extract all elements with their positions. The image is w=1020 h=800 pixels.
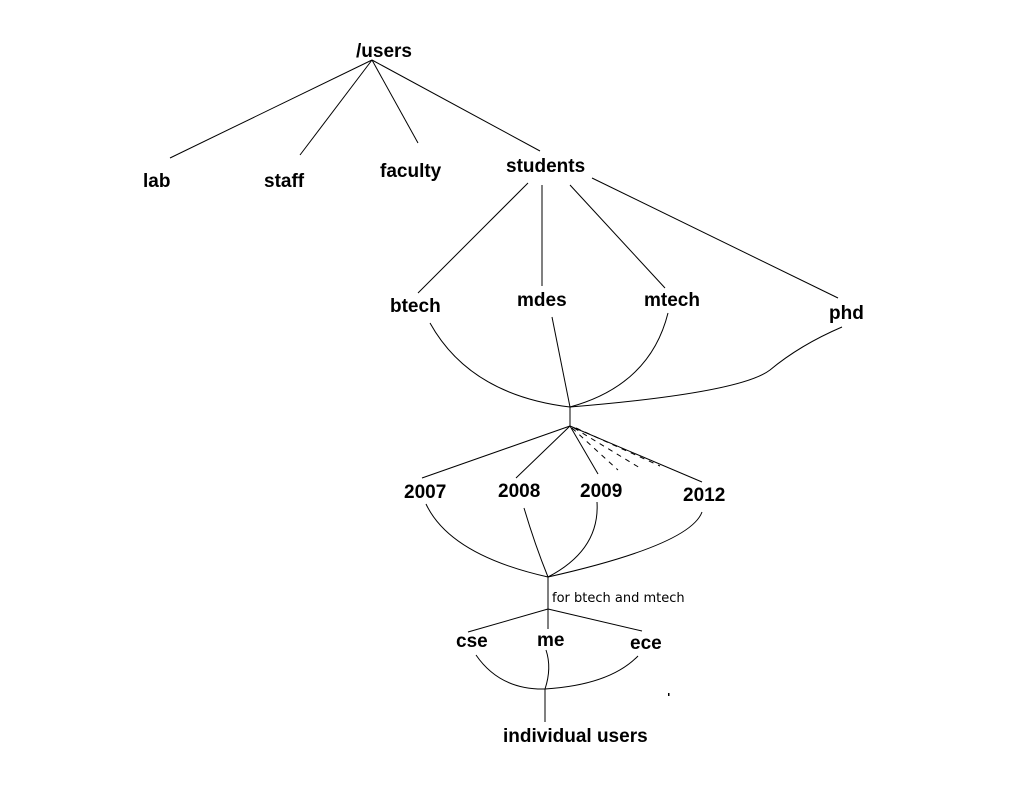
edge-students-mtech (569, 184, 666, 289)
node-students: students (506, 156, 585, 177)
edge-to-2007 (421, 425, 571, 479)
edges-programs-merge (429, 312, 843, 426)
node-2009: 2009 (580, 481, 622, 502)
node-2012: 2012 (683, 485, 725, 506)
node-me: me (537, 630, 564, 651)
node-mdes: mdes (517, 290, 567, 311)
dashed-edge-3 (575, 427, 661, 467)
curve-cse-merge (475, 654, 546, 690)
edge-students-btech (417, 182, 529, 294)
curve-2009-merge (547, 501, 598, 578)
annotation-branch-note: for btech and mtech (552, 591, 685, 606)
curve-me-merge (544, 649, 550, 690)
curve-mdes-merge (551, 316, 571, 408)
edge-to-cse (467, 608, 549, 633)
edge-to-2009 (569, 425, 599, 475)
curve-ece-merge (544, 655, 639, 690)
node-btech: btech (390, 296, 441, 317)
edges-students (417, 177, 839, 299)
edge-to-ece (547, 608, 643, 632)
node-phd: phd (829, 303, 864, 324)
dashed-edge-1 (571, 427, 619, 471)
node-ece: ece (630, 633, 662, 654)
edge-users-faculty (371, 59, 419, 144)
curve-2007-merge (425, 503, 549, 578)
edge-to-2008 (515, 425, 571, 479)
edges-branches (467, 608, 643, 633)
edges-years (421, 425, 703, 483)
node-users: /users (356, 41, 412, 62)
edges-years-merge (425, 501, 703, 609)
node-2007: 2007 (404, 482, 446, 503)
node-staff: staff (264, 171, 305, 192)
stray-mark (668, 693, 670, 696)
edge-to-2012 (569, 425, 703, 483)
curve-2008-merge (523, 507, 549, 578)
node-faculty: faculty (380, 161, 442, 182)
node-2008: 2008 (498, 481, 540, 502)
node-individual-users: individual users (503, 726, 648, 747)
curve-mtech-merge (569, 312, 669, 408)
edges-branches-merge (475, 649, 639, 722)
edge-users-staff (299, 59, 373, 156)
curve-phd-merge (569, 326, 843, 408)
node-mtech: mtech (644, 290, 700, 311)
dashed-edge-2 (573, 427, 641, 469)
node-lab: lab (143, 171, 170, 192)
node-cse: cse (456, 631, 488, 652)
edge-students-phd (591, 177, 839, 299)
curve-2012-merge (547, 511, 703, 578)
curve-btech-merge (429, 322, 571, 408)
node-labels: /users lab staff faculty students btech … (143, 41, 864, 747)
edges-users (169, 59, 541, 159)
edge-users-lab (169, 59, 373, 159)
edge-users-students (371, 59, 541, 152)
